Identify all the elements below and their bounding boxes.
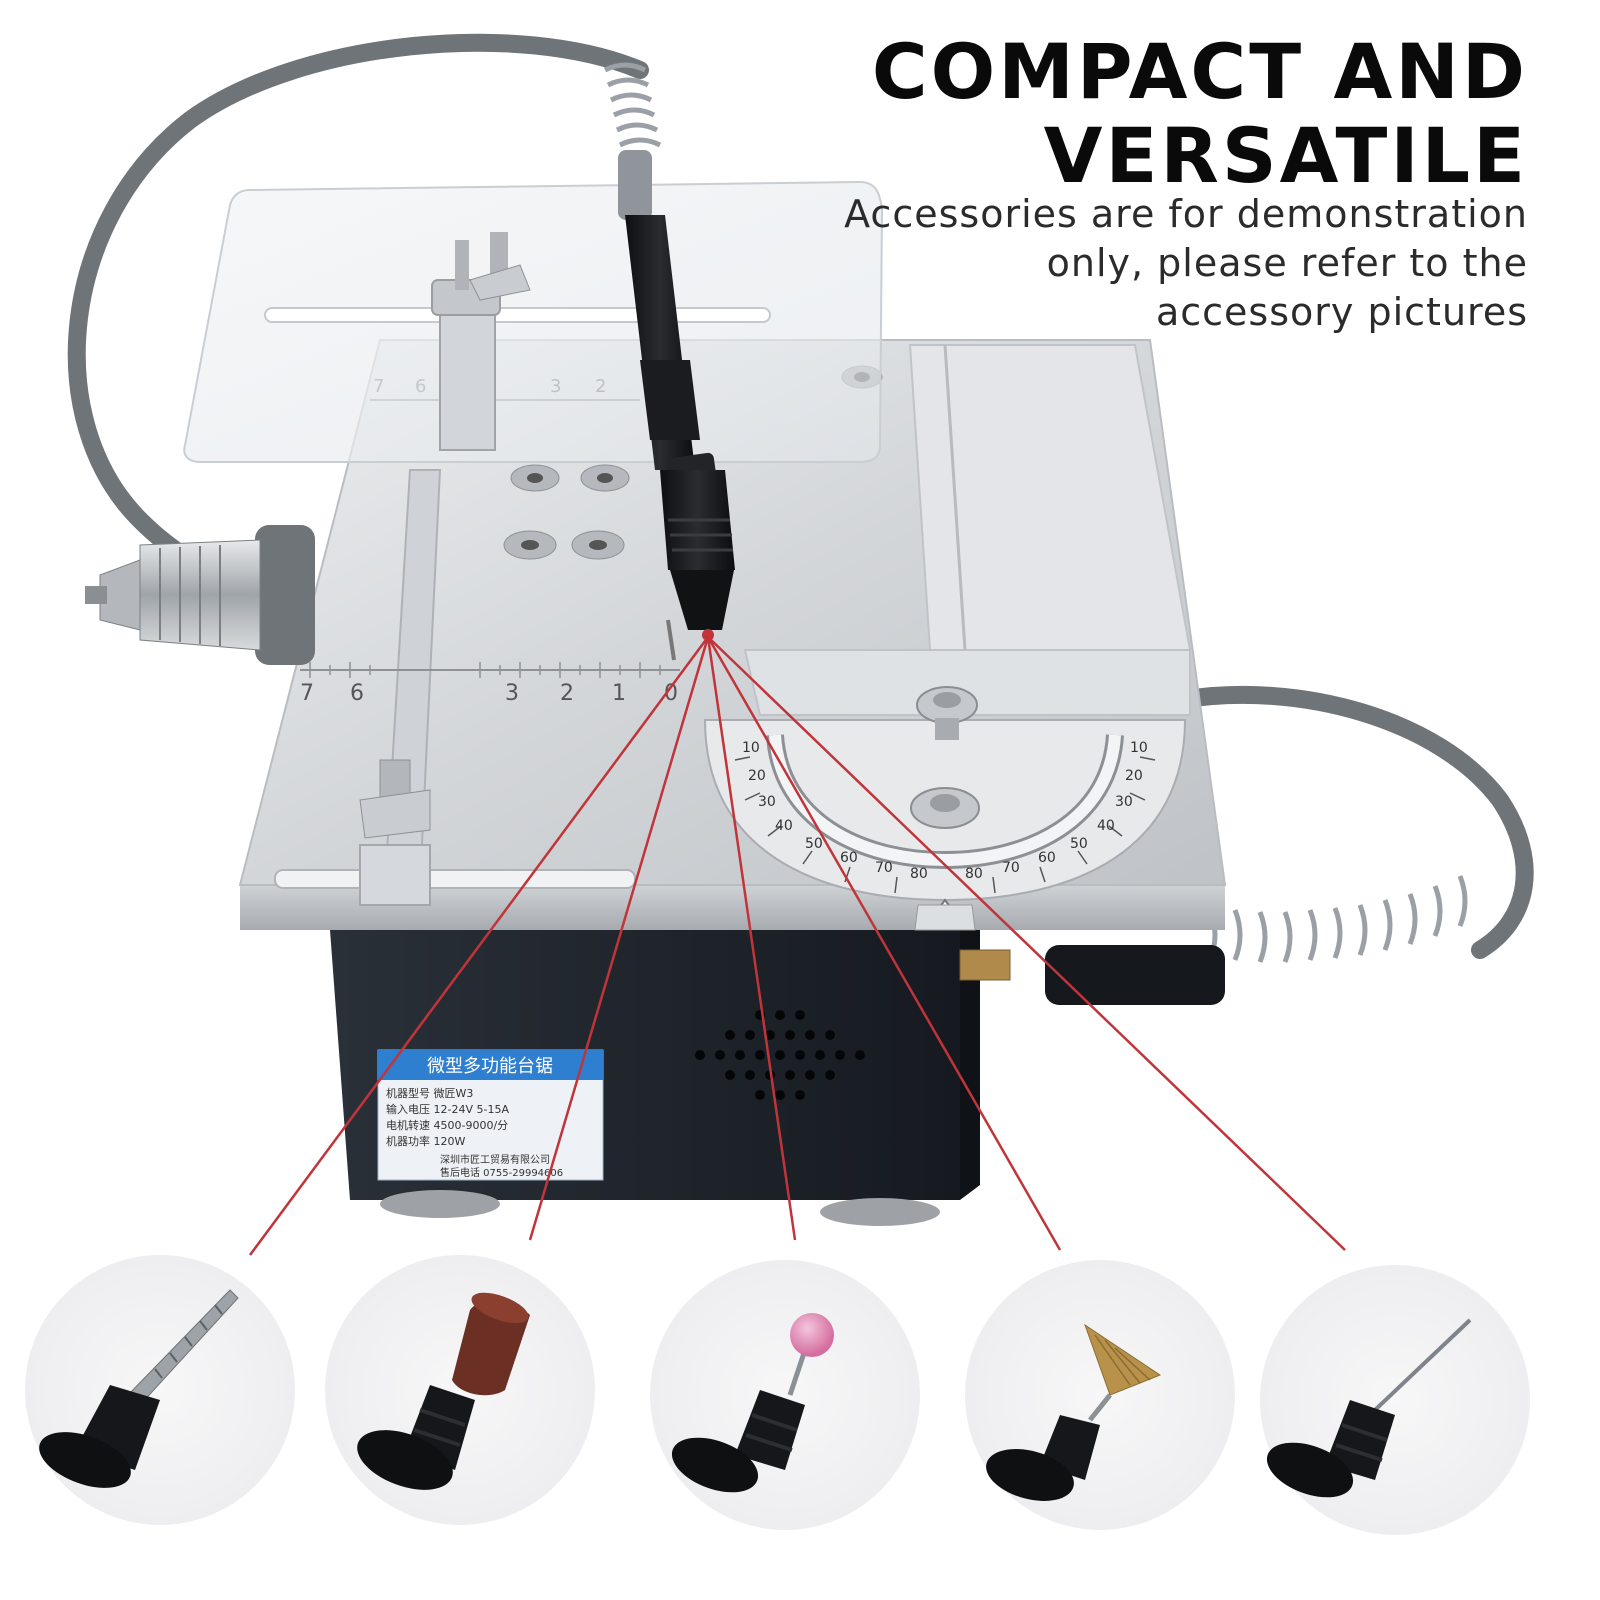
accessory-engraving-needle [1260, 1265, 1530, 1535]
vent-grille [695, 1010, 865, 1100]
ruler-number: 6 [350, 681, 364, 706]
protractor-knob-top [916, 686, 978, 740]
disclaimer-line-2: only, please refer to the [1046, 241, 1528, 285]
disclaimer-line-1: Accessories are for demonstration [844, 192, 1528, 236]
protractor-number: 10 [1130, 740, 1148, 756]
protractor-number: 30 [758, 794, 776, 810]
drill-bit-icon [39, 1289, 239, 1488]
pointer-lines [248, 636, 1346, 1256]
protractor-number: 70 [875, 860, 893, 876]
foot-right [820, 1198, 940, 1226]
bottom-slot [274, 869, 636, 889]
headline: COMPACT AND VERSATILE [872, 30, 1528, 198]
protractor-number: 70 [1002, 860, 1020, 876]
spec-label-row: 深圳市匠工贸易有限公司 [440, 1153, 550, 1166]
spec-label-row: 机器型号 微匠W3 [386, 1086, 473, 1100]
protractor-number: 60 [840, 850, 858, 866]
engraving-needle-icon [1266, 1318, 1472, 1498]
table-screws [503, 365, 883, 560]
protractor-number: 10 [742, 740, 760, 756]
ruler-number: 0 [664, 681, 678, 706]
protractor-number: 80 [910, 866, 928, 882]
grinding-stone-icon [671, 1313, 834, 1493]
accessory-wire-brush [965, 1260, 1235, 1530]
protractor-number: 40 [775, 818, 793, 834]
protractor-base [914, 904, 976, 931]
headline-line-2: VERSATILE [1043, 111, 1528, 200]
protractor-number: 20 [1125, 768, 1143, 784]
flex-shaft-cable-right [1171, 685, 1534, 959]
disclaimer-line-3: accessory pictures [1155, 290, 1528, 334]
drill-chuck [85, 525, 315, 665]
accessory-grinding-stone [650, 1260, 920, 1530]
rotary-handpiece [618, 150, 735, 641]
ruler-number: 1 [612, 681, 626, 706]
disclaimer-text: Accessories are for demonstration only, … [768, 190, 1528, 337]
protractor-knob-bottom [910, 787, 980, 829]
accessory-drill-bit [25, 1255, 295, 1525]
spring-coil-top [603, 62, 662, 148]
wing-nut-top [455, 232, 531, 301]
headline-line-1: COMPACT AND [871, 27, 1528, 116]
spec-label-row: 售后电话 0755-29994606 [440, 1166, 563, 1179]
foot-left [380, 1190, 500, 1218]
ruler-number: 7 [300, 681, 314, 706]
accessory-sanding-drum [325, 1255, 595, 1525]
right-platform-front [743, 649, 1191, 716]
spring-coil-right [1207, 875, 1468, 963]
wire-brush-icon [986, 1323, 1162, 1501]
guard-post [439, 299, 496, 451]
protractor-number: 50 [805, 836, 823, 852]
platform-groove [943, 344, 967, 651]
protractor-number: 40 [1097, 818, 1115, 834]
sanding-drum-icon [357, 1292, 530, 1490]
spec-label-row: 输入电压 12-24V 5-15A [386, 1102, 509, 1116]
ruler-number: 2 [560, 681, 574, 706]
wing-nut-bottom [359, 759, 431, 839]
fence-block [359, 844, 431, 906]
spec-label-title: 微型多功能台锯 [427, 1056, 553, 1077]
protractor-number: 30 [1115, 794, 1133, 810]
protractor-number: 50 [1070, 836, 1088, 852]
ruler-number: 3 [505, 681, 519, 706]
protractor-number: 60 [1038, 850, 1056, 866]
blade-slot [666, 619, 676, 661]
machine-body-side [960, 930, 980, 1200]
spec-label-row: 电机转速 4500-9000/分 [386, 1118, 508, 1132]
spec-label-row: 机器功率 120W [386, 1134, 465, 1148]
protractor-arc-inner [769, 734, 1121, 867]
ruler-ticks [309, 662, 661, 678]
spec-label-header [378, 1050, 603, 1080]
protractor-number: 20 [748, 768, 766, 784]
guard-slot [264, 307, 771, 323]
motor-shaft-right [959, 945, 1225, 1005]
protractor-number: 80 [965, 866, 983, 882]
